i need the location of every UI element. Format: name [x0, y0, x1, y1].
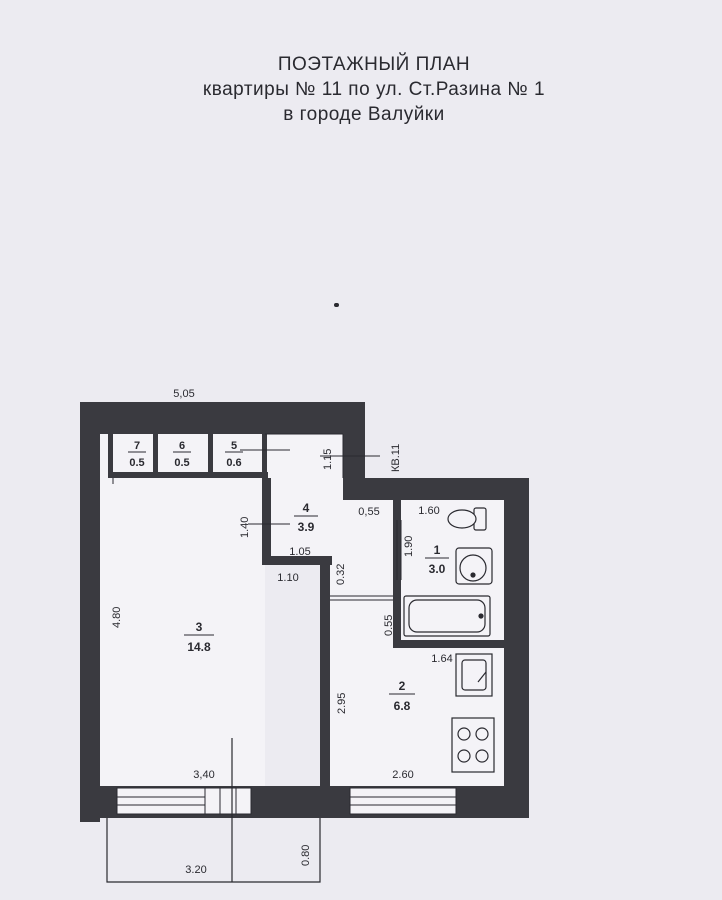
wall-entry-post	[343, 434, 365, 480]
dim-hall-bottom: 1.10	[277, 572, 298, 584]
room-6-area: 0.5	[174, 457, 189, 469]
windows	[116, 787, 457, 815]
kitchen-sink-icon	[455, 653, 493, 697]
dim-hall-height: 1.40	[239, 517, 251, 538]
balcony	[106, 738, 321, 883]
room-2-number: 2	[399, 679, 406, 693]
title-line-1: ПОЭТАЖНЫЙ ПЛАН	[277, 54, 471, 75]
room-labels: 7 0.5 6 0.5 5 0.6 4 3.9 1 3.0 2 6.8 3 14…	[128, 440, 449, 713]
closet-bottom-wall	[113, 472, 268, 478]
closet-wall-5	[262, 434, 267, 478]
kitchen-left-wall	[320, 556, 330, 786]
balcony-door	[204, 787, 252, 815]
hall-lower	[265, 500, 330, 564]
plan-title: ПОЭТАЖНЫЙ ПЛАН квартиры № 11 по ул. Ст.Р…	[0, 52, 722, 127]
room-1-number: 1	[434, 543, 441, 557]
dim-top-width: 5,05	[173, 388, 194, 400]
bath-bottom-wall	[393, 640, 504, 648]
stove-icon	[451, 717, 495, 773]
hall-bottom-wall	[262, 556, 332, 565]
room-6-number: 6	[179, 440, 185, 452]
room-5-area: 0.6	[226, 457, 241, 469]
dim-bath-height: 1.90	[403, 536, 415, 557]
room-7-area: 0.5	[129, 457, 144, 469]
room-4-area: 3.9	[298, 520, 315, 534]
dim-hall-width: 1.05	[289, 546, 310, 558]
dim-kitchen-sink: 1.64	[431, 653, 452, 665]
wall-right	[504, 478, 529, 816]
dim-bath-gap: 0.55	[383, 615, 395, 636]
paper-speck	[334, 303, 339, 307]
plan-lines	[112, 433, 402, 601]
window-room-3	[116, 787, 206, 815]
dimension-labels: 5,05 1.15 КВ.11 0,55 1.60 1.90 1.40 1.05…	[111, 388, 453, 876]
dim-corridor-top: 0,55	[358, 506, 379, 518]
dim-room-width: 3,40	[193, 769, 214, 781]
room-4-number: 4	[303, 501, 310, 515]
wall-top-left	[97, 402, 365, 434]
wall-top-right	[343, 478, 529, 500]
washbasin-icon	[455, 547, 493, 585]
dimension-lines	[240, 449, 380, 525]
dim-bath-width: 1.60	[418, 505, 439, 517]
dim-kitchen-gap: 0.32	[335, 564, 347, 585]
dim-room-height: 4.80	[111, 607, 123, 628]
bathtub-icon	[403, 595, 491, 637]
room-7-number: 7	[134, 440, 140, 452]
closet-wall-6-5	[208, 434, 213, 478]
dim-balcony-depth: 0.80	[300, 845, 312, 866]
title-line-3: в городе Валуйки	[283, 104, 445, 125]
closet-wall-7-6	[153, 434, 158, 478]
hall-left-wall	[262, 478, 271, 556]
fixtures	[403, 507, 495, 773]
dim-kitchen-width: 2.60	[392, 769, 413, 781]
room-3-area	[100, 478, 265, 786]
room-3-area: 14.8	[187, 640, 211, 654]
toilet-icon	[447, 507, 487, 531]
room-3-number: 3	[196, 620, 203, 634]
room-2-area: 6.8	[394, 699, 411, 713]
room-1-area: 3.0	[429, 562, 446, 576]
dim-balcony-width: 3.20	[185, 864, 206, 876]
closet-wall-left	[108, 434, 113, 478]
dim-kitchen-height: 2.95	[336, 693, 348, 714]
room-5-number: 5	[231, 440, 237, 452]
dim-corridor-vertical: 1.15	[322, 449, 334, 470]
window-kitchen	[349, 787, 457, 815]
apartment-label: КВ.11	[390, 444, 402, 472]
wall-left	[80, 402, 100, 822]
title-line-2: квартиры № 11 по ул. Ст.Разина № 1	[202, 79, 546, 100]
